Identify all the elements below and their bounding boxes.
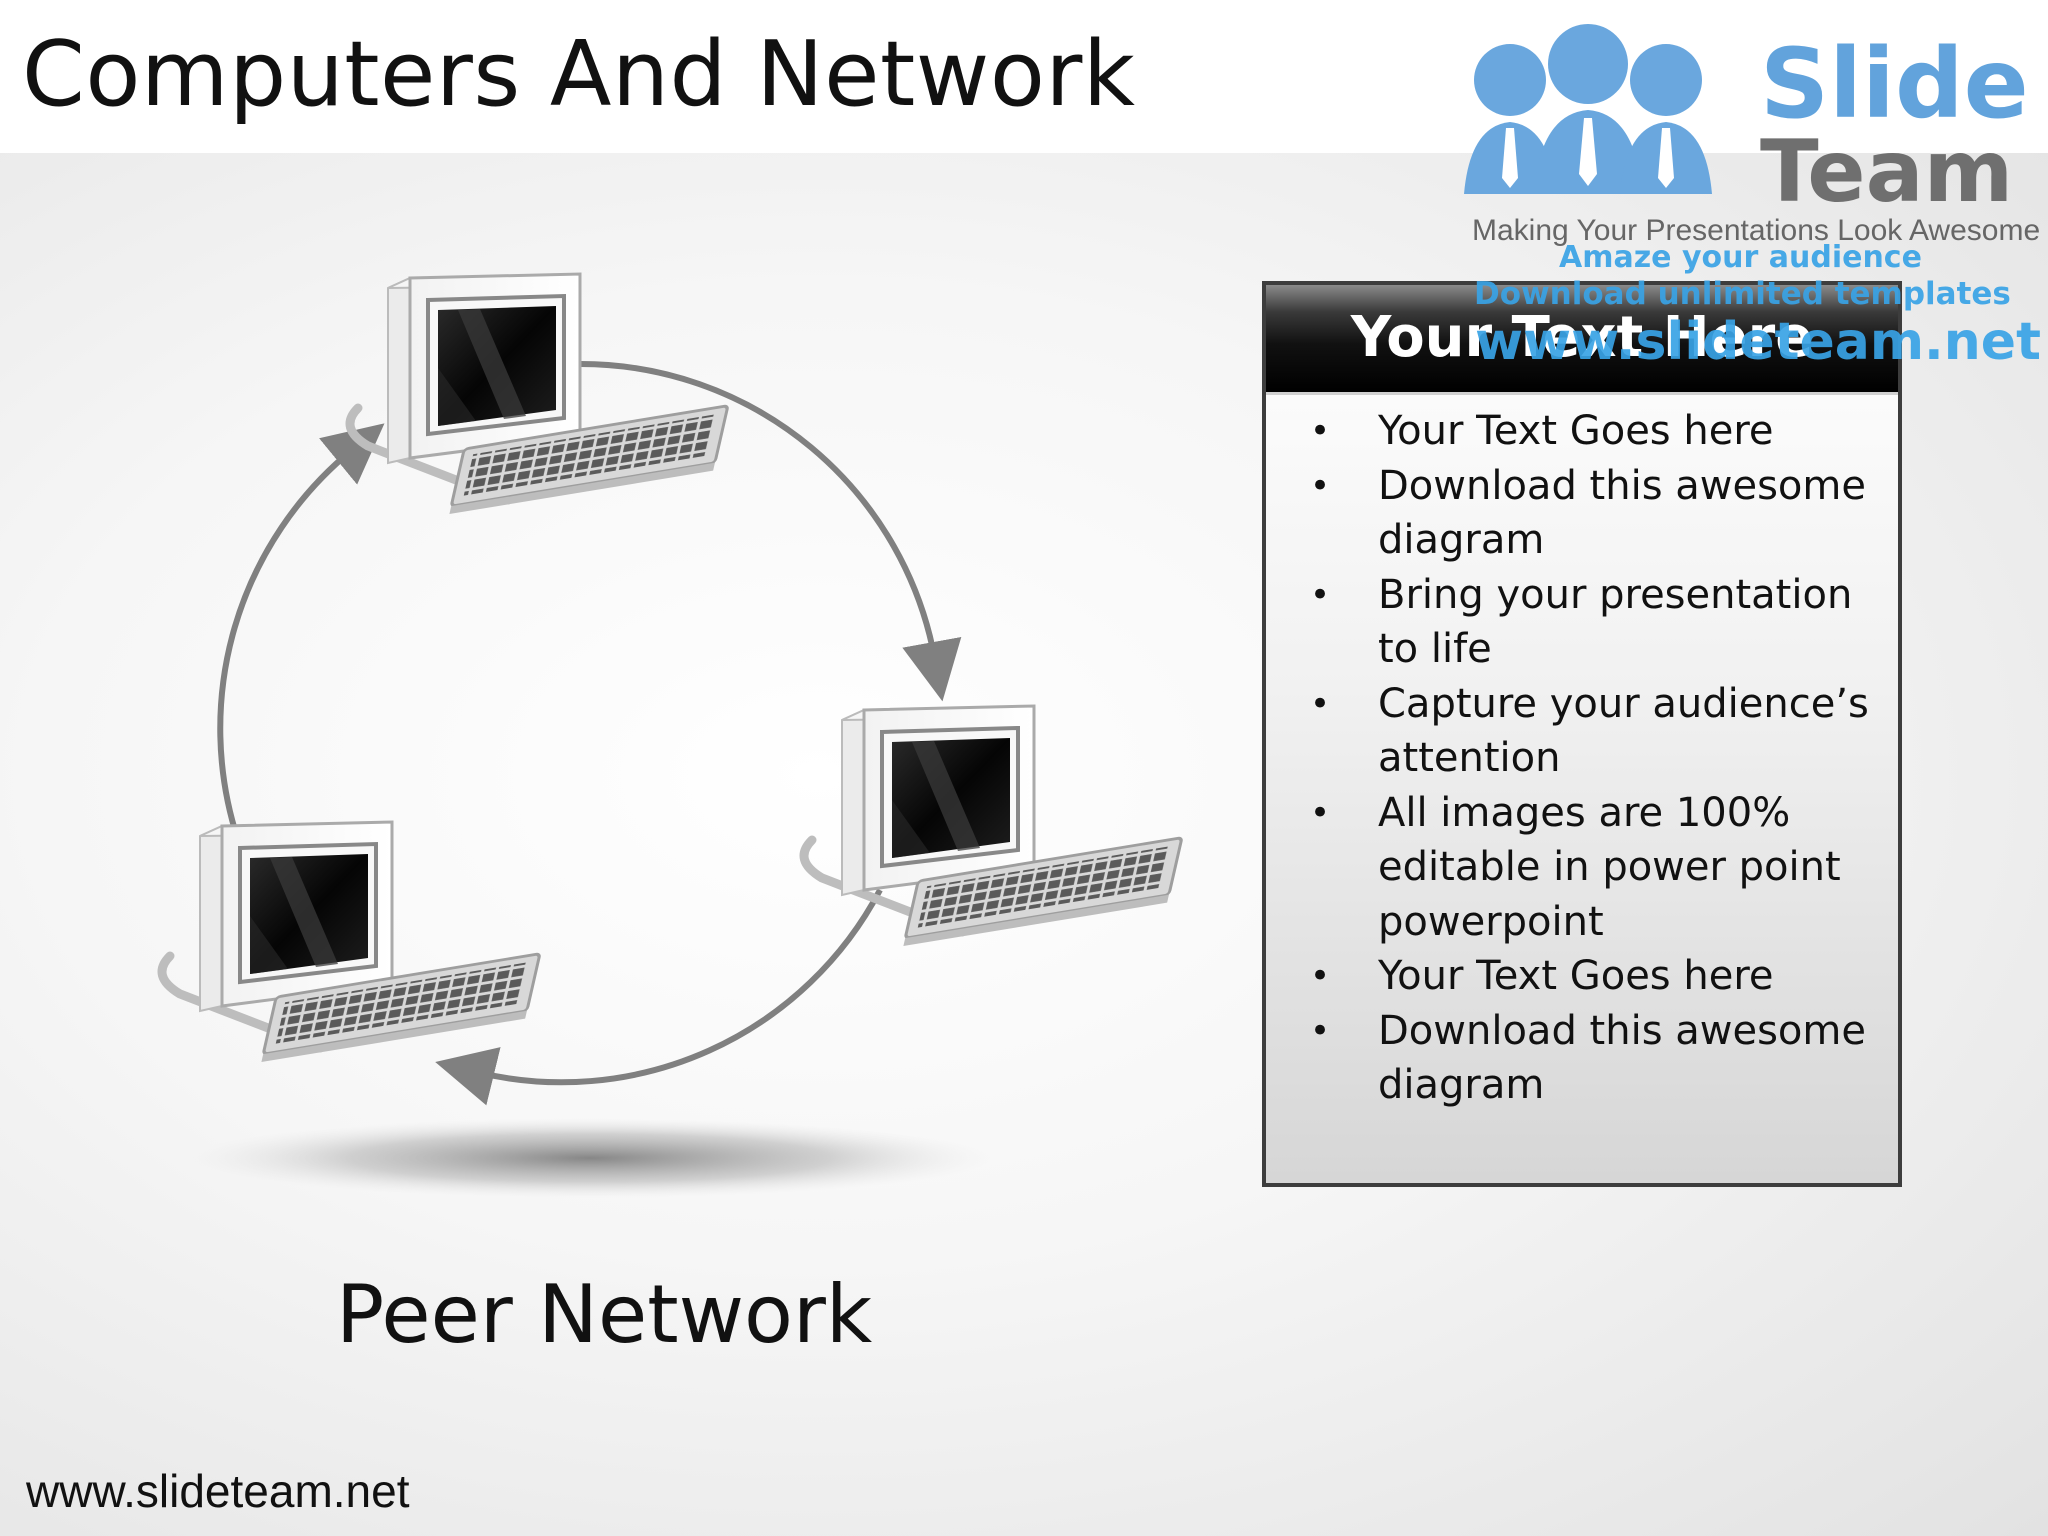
computer-left [162, 822, 540, 1062]
link-right-to-left [435, 888, 883, 1106]
people-icon [1464, 24, 1712, 194]
floor-shadow [190, 1118, 990, 1198]
bullet-item: Bring your presentation to life [1310, 568, 1880, 677]
bullet-item: All images are 100% editable in power po… [1310, 786, 1880, 950]
slide-title: Computers And Network [22, 22, 1136, 127]
bullet-item: Download this awesome diagram [1310, 459, 1880, 568]
link-top-to-right [579, 360, 962, 702]
footer-url: www.slideteam.net [26, 1465, 410, 1517]
bullet-item: Capture your audience’s attention [1310, 677, 1880, 786]
computer-top [350, 274, 728, 514]
link-left-to-top [217, 423, 385, 841]
text-box-title: Your Text Here [1350, 305, 1814, 370]
text-box: Your Text Here Your Text Goes here Downl… [1262, 281, 1902, 1187]
computer-right [804, 706, 1182, 946]
slideteam-logo: Slide Team Making Your Presentations Loo… [1460, 18, 2040, 358]
bullet-list: Your Text Goes here Download this awesom… [1310, 404, 1880, 1113]
bullet-item: Your Text Goes here [1310, 949, 1880, 1004]
diagram-caption: Peer Network [336, 1268, 873, 1361]
text-box-header: Your Text Here [1266, 285, 1898, 395]
watermark-line-1: Amaze your audience [1559, 240, 1922, 275]
logo-tagline: Making Your Presentations Look Awesome [1472, 214, 2041, 247]
bullet-item: Download this awesome diagram [1310, 1004, 1880, 1113]
network-ring [217, 360, 962, 1106]
logo-word-team: Team [1760, 122, 2014, 222]
watermark-line-3: www.slideteam.net [1475, 312, 2041, 372]
watermark-line-2: Download unlimited templates [1474, 276, 2011, 312]
bullet-item: Your Text Goes here [1310, 404, 1880, 459]
logo-word-slide: Slide [1760, 28, 2029, 140]
